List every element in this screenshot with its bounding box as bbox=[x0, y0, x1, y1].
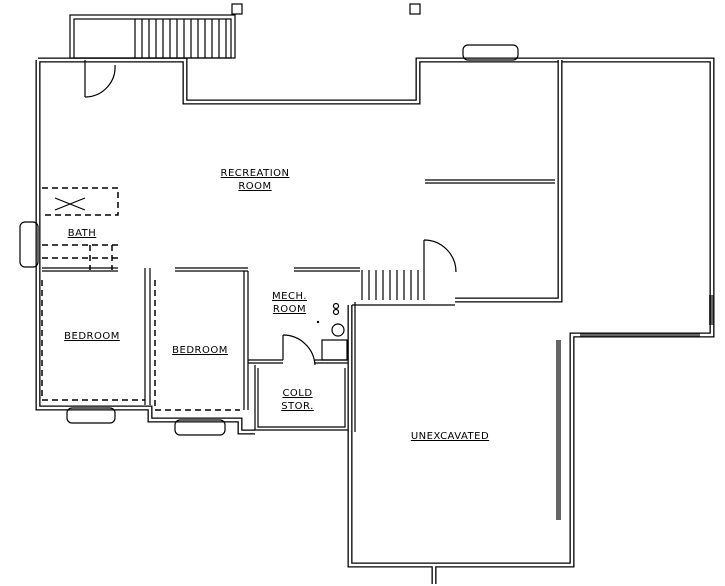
interior-walls bbox=[42, 60, 555, 432]
room-label-recreation: RECREATION ROOM bbox=[205, 167, 305, 193]
room-label-bedroom-1: BEDROOM bbox=[64, 331, 120, 342]
label-line: STOR. bbox=[281, 401, 314, 412]
room-label-cold-storage: COLD STOR. bbox=[270, 387, 325, 413]
room-label-bedroom-2: BEDROOM bbox=[172, 345, 228, 356]
stairs-top bbox=[69, 3, 421, 59]
label-line: COLD bbox=[282, 388, 313, 399]
bath-fixtures bbox=[41, 187, 240, 411]
label-line: MECH. bbox=[272, 291, 307, 302]
label-line: ROOM bbox=[272, 304, 307, 315]
exterior-walls bbox=[35, 57, 715, 584]
room-label-bath: BATH bbox=[67, 228, 97, 239]
label-line: ROOM bbox=[238, 181, 272, 192]
room-label-mech: MECH. ROOM bbox=[262, 290, 317, 316]
windows bbox=[19, 44, 714, 520]
label-line: RECREATION bbox=[220, 168, 290, 179]
room-label-unexcavated: UNEXCAVATED bbox=[410, 431, 490, 442]
